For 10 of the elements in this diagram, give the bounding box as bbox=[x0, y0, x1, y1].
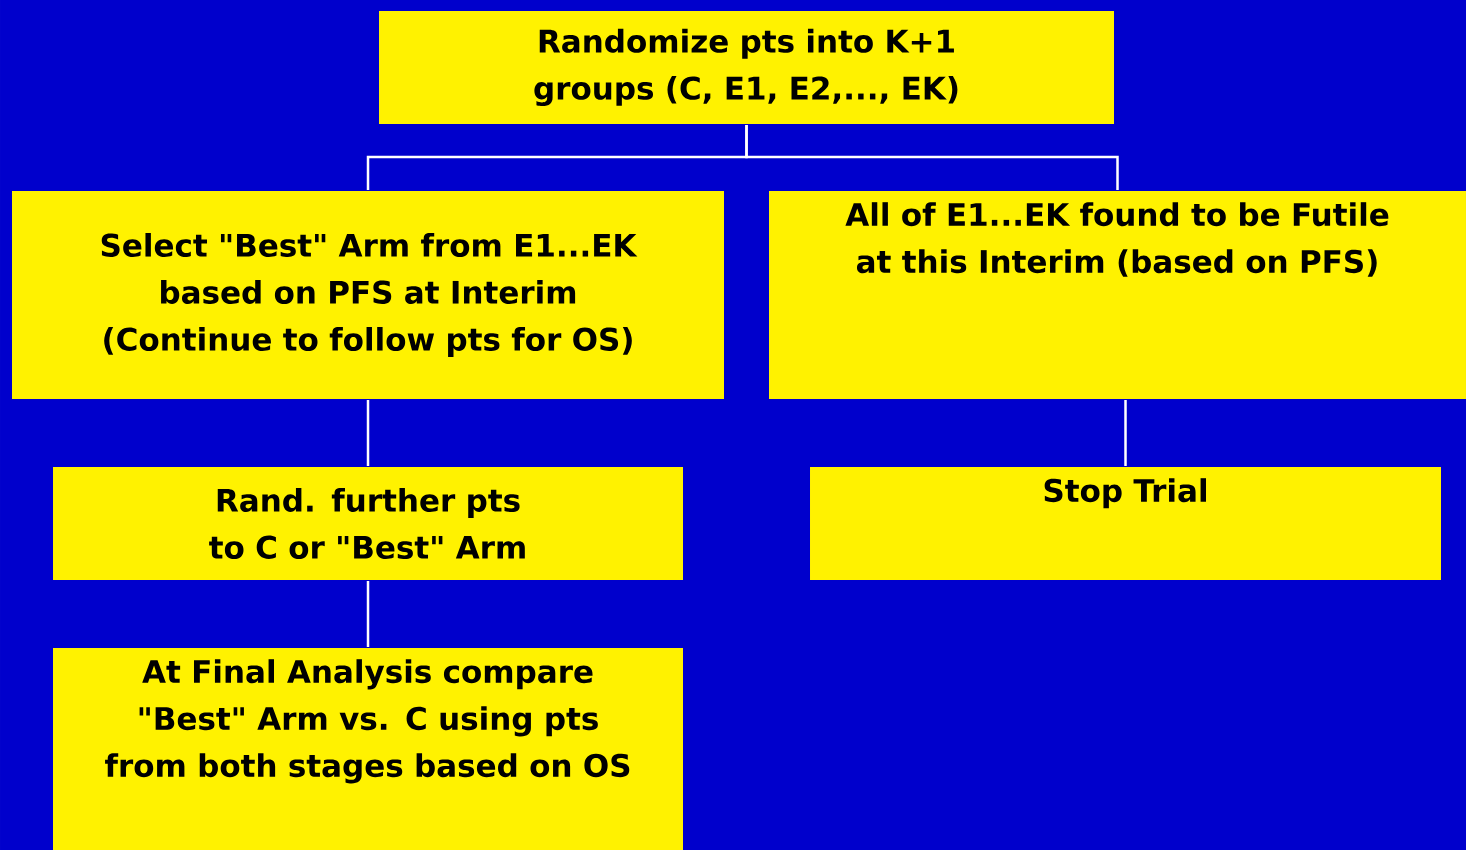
connector-line bbox=[366, 400, 370, 466]
process-box: Stop Trial bbox=[809, 466, 1442, 581]
process-box: Randomize pts into K+1 groups (C, E1, E2,..., EK) bbox=[378, 10, 1115, 125]
connector-line bbox=[366, 581, 370, 647]
process-box: Select "Best" Arm from E1...EK based on PFS at Interim (Continue to follow pts for OS) bbox=[11, 190, 725, 400]
process-box: At Final Analysis compare "Best" Arm vs. C using pts from both stages based on OS bbox=[52, 647, 684, 850]
connector-line bbox=[745, 125, 1119, 190]
process-box: Rand. further pts to C or "Best" Arm bbox=[52, 466, 684, 581]
process-box: All of E1...EK found to be Futile at this Interim (based on PFS) bbox=[768, 190, 1466, 400]
connector-line bbox=[1124, 400, 1127, 466]
